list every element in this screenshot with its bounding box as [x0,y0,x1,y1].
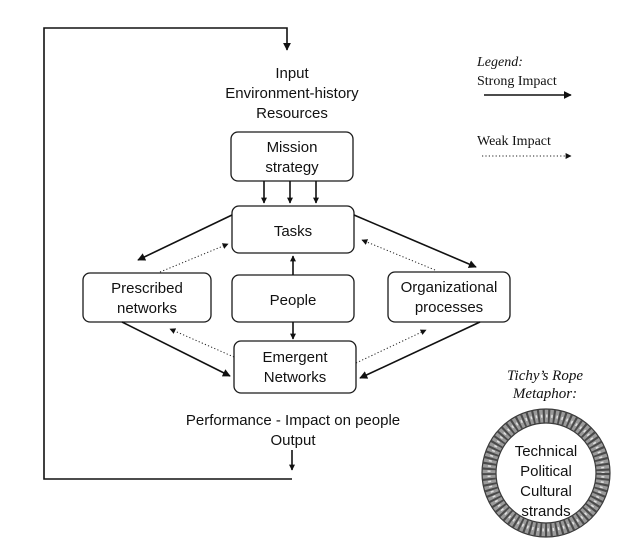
output-performance: Performance - Impact on people [186,412,400,429]
rope-strand-cultural: Cultural [520,483,572,500]
mission-label-line2: strategy [265,159,319,176]
input-label: Input Environment-history Resources [225,65,359,122]
mission-strategy-node: Mission strategy [230,131,354,182]
input-environment-history: Environment-history [225,85,359,102]
arrow-organizational-to-emergent [359,321,481,379]
output-label: Performance - Impact on people Output [186,412,400,449]
rope-ring [481,408,611,538]
emergent-label-line1: Emergent [262,349,328,366]
tasks-node: Tasks [231,205,355,254]
arrow-tasks-to-organizational [353,214,477,268]
arrow-tasks-to-prescribed [137,214,233,261]
weak-arrow-prescribed-to-tasks [159,243,229,273]
legend-title: Legend: [476,55,523,70]
arrow-prescribed-to-emergent [121,321,231,377]
legend-strong-label: Strong Impact [477,74,557,89]
people-label: People [270,292,317,309]
tasks-label: Tasks [274,223,312,240]
rope-title-line1: Tichy’s Rope [507,368,583,384]
rope-metaphor: Tichy’s Rope Metaphor: Technical Politic… [481,368,611,538]
legend: Legend: Strong Impact Weak Impact [476,55,572,159]
weak-arrow-organizational-to-tasks [361,239,436,271]
organizational-label-line1: Organizational [401,279,498,296]
weak-arrow-emergent-to-organizational [355,329,427,364]
input-resources: Resources [256,105,328,122]
emergent-label-line2: Networks [264,369,327,386]
organizational-processes-node: Organizational processes [387,271,511,323]
people-node: People [231,274,355,323]
output-title: Output [270,432,316,449]
legend-weak-label: Weak Impact [477,134,551,149]
mission-label-line1: Mission [267,139,318,156]
prescribed-label-line1: Prescribed [111,280,183,297]
rope-strand-technical: Technical [515,443,578,460]
prescribed-networks-node: Prescribed networks [82,272,212,323]
weak-arrow-emergent-to-prescribed [169,328,235,358]
emergent-networks-node: Emergent Networks [233,340,357,394]
rope-title-line2: Metaphor: [512,386,577,402]
feedback-loop-line [43,27,292,480]
prescribed-label-line2: networks [117,300,177,317]
rope-strand-political: Political [520,463,572,480]
rope-strand-label: strands [521,503,570,520]
input-title: Input [275,65,309,82]
organizational-label-line2: processes [415,299,483,316]
